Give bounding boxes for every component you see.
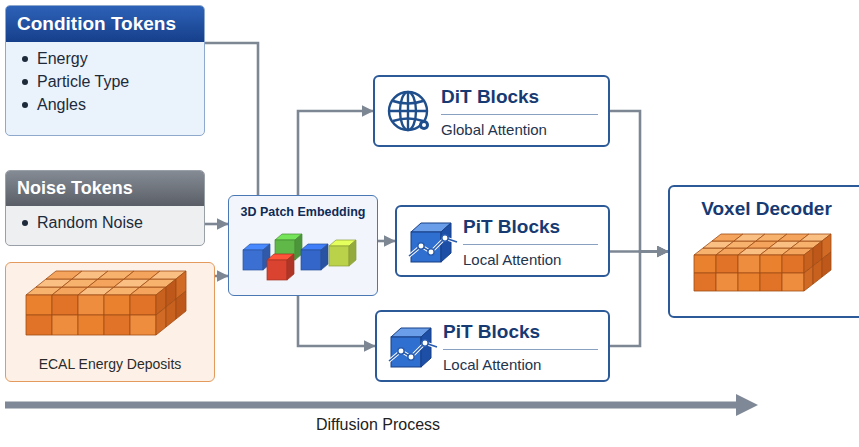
node-title: Voxel Decoder <box>670 187 859 220</box>
node-title: Noise Tokens <box>6 171 204 206</box>
flow-connector <box>610 111 668 252</box>
bullet-dot <box>22 102 28 108</box>
voxel-cell <box>78 315 104 335</box>
block-box: PiT BlocksLocal Attention <box>375 310 610 382</box>
divider-line <box>463 244 598 245</box>
patch-cube <box>267 254 294 280</box>
bullet-dot <box>22 220 28 226</box>
voxel-cell <box>813 259 822 284</box>
ecal-box: ECAL Energy Deposits <box>5 262 215 382</box>
patch-box: 3D Patch Embedding <box>228 195 378 296</box>
node-text: Local Attention <box>463 251 598 268</box>
process-label: Diffusion Process <box>0 416 756 434</box>
flow-connector <box>205 223 228 226</box>
network-cube-icon <box>405 216 461 268</box>
voxel-cell <box>78 295 104 315</box>
divider-line <box>441 114 598 115</box>
node-title: 3D Patch Embedding <box>229 196 377 219</box>
voxel-cell <box>166 299 176 327</box>
text-column: PiT BlocksLocal Attention <box>463 207 608 268</box>
node-title: Condition Tokens <box>6 6 204 42</box>
token-panel: Condition TokensEnergyParticle TypeAngle… <box>5 5 205 136</box>
block-box: DiT BlocksGlobal Attention <box>373 75 610 147</box>
voxel-cell <box>52 315 78 335</box>
diffusion-arrow-head <box>736 394 758 416</box>
flow-connector <box>298 111 373 195</box>
patch-cube <box>301 244 328 270</box>
voxel-box: Voxel Decoder <box>668 185 859 318</box>
text-column: DiT BlocksGlobal Attention <box>441 77 608 138</box>
globe-icon <box>383 86 439 138</box>
node-title: PiT Blocks <box>443 321 598 343</box>
node-text: Particle Type <box>37 73 129 91</box>
voxel-cell <box>694 255 716 273</box>
voxel-cell <box>104 295 130 315</box>
node-text: ECAL Energy Deposits <box>6 356 214 372</box>
voxel-cell <box>822 252 831 277</box>
block-box: PiT BlocksLocal Attention <box>395 205 610 277</box>
flow-connector <box>378 240 395 243</box>
flow-connector <box>215 275 228 278</box>
voxel-cell <box>738 255 760 273</box>
flow-connector <box>298 296 375 346</box>
voxel-cell <box>130 295 156 315</box>
voxel-cell <box>804 266 813 291</box>
bullet-row: Random Noise <box>6 206 204 234</box>
flow-connector <box>610 252 668 347</box>
bullet-row: Particle Type <box>6 70 204 93</box>
voxel-cell <box>130 315 156 335</box>
divider-line <box>443 349 598 350</box>
bullet-dot <box>22 56 28 62</box>
patch-cube <box>243 244 270 270</box>
voxel-cell <box>26 315 52 335</box>
voxel-cell <box>760 255 782 273</box>
patch-cube <box>329 240 356 266</box>
voxel-cell <box>52 295 78 315</box>
bullet-row: Energy <box>6 42 204 70</box>
voxel-cell <box>176 291 186 319</box>
diffusion-arrow-shaft <box>5 402 738 409</box>
node-text: Energy <box>37 50 88 68</box>
node-text: Local Attention <box>443 356 598 373</box>
node-text: Global Attention <box>441 121 598 138</box>
flow-connector <box>205 43 258 195</box>
voxel-cell <box>156 307 166 335</box>
voxel-cell <box>760 273 782 291</box>
voxel-cell <box>782 255 804 273</box>
voxel-cell <box>782 273 804 291</box>
node-text: Random Noise <box>37 214 143 232</box>
node-title: DiT Blocks <box>441 86 598 108</box>
bullet-dot <box>22 79 28 85</box>
voxel-cell <box>694 273 716 291</box>
node-text: Angles <box>37 96 86 114</box>
node-title: PiT Blocks <box>463 216 598 238</box>
text-column: PiT BlocksLocal Attention <box>443 312 608 373</box>
voxel-cell <box>26 295 52 315</box>
token-panel: Noise TokensRandom Noise <box>5 170 205 246</box>
network-cube-icon <box>385 321 441 373</box>
bullet-row: Angles <box>6 93 204 116</box>
voxel-cell <box>716 273 738 291</box>
voxel-cell <box>104 315 130 335</box>
voxel-cell <box>716 255 738 273</box>
voxel-cell <box>738 273 760 291</box>
